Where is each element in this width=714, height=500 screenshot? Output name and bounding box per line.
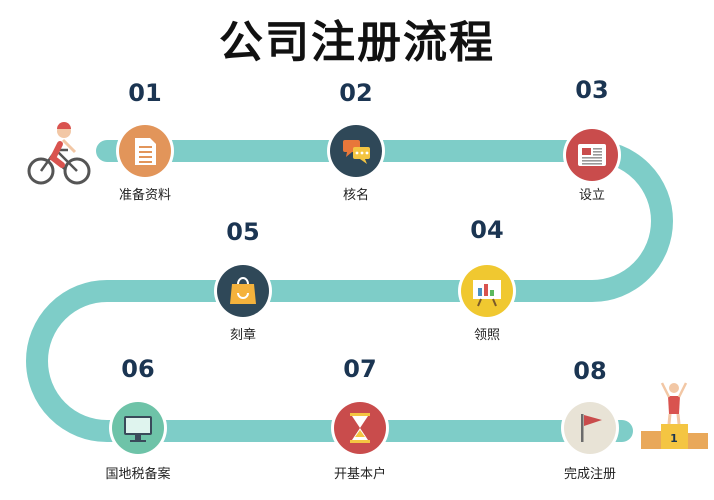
presentation-board-icon: [473, 280, 501, 307]
podium-rank: 1: [670, 432, 678, 445]
step-01-icon-group: [116, 122, 174, 180]
cyclist-icon: [27, 122, 91, 185]
monitor-icon: [124, 416, 152, 442]
step-03-icon-group: [563, 126, 621, 184]
step-06-number: 06: [121, 355, 155, 383]
step-04-icon-group: [458, 262, 516, 320]
hourglass-icon: [350, 413, 370, 443]
newspaper-icon: [578, 144, 606, 166]
flag-icon: [581, 414, 602, 442]
step-08-badge: [564, 402, 616, 454]
chat-bubbles-icon: [343, 140, 370, 164]
step-02-label: 核名: [342, 188, 369, 203]
step-06-icon-group: [109, 399, 167, 457]
shopping-bag-icon: [230, 277, 256, 304]
step-08-icon-group: [561, 399, 619, 457]
page-title: 公司注册流程: [219, 17, 495, 68]
step-05-label: 刻章: [229, 328, 256, 343]
step-05-icon-group: [214, 262, 272, 320]
step-03-number: 03: [575, 76, 609, 104]
step-07-icon-group: [331, 399, 389, 457]
step-04-label: 领照: [473, 328, 500, 343]
podium-icon: 1: [641, 382, 708, 449]
step-02-icon-group: [327, 122, 385, 180]
step-02-number: 02: [339, 79, 373, 107]
step-01-label: 准备资料: [118, 188, 171, 203]
step-08-number: 08: [573, 357, 607, 385]
step-01-number: 01: [128, 79, 162, 107]
step-06-label: 国地税备案: [105, 467, 171, 482]
step-07-number: 07: [343, 355, 377, 383]
step-07-label: 开基本户: [333, 467, 386, 482]
step-03-label: 设立: [578, 188, 605, 203]
step-04-number: 04: [470, 216, 504, 244]
step-05-number: 05: [226, 218, 260, 246]
step-08-label: 完成注册: [563, 467, 616, 482]
document-icon: [135, 138, 156, 165]
